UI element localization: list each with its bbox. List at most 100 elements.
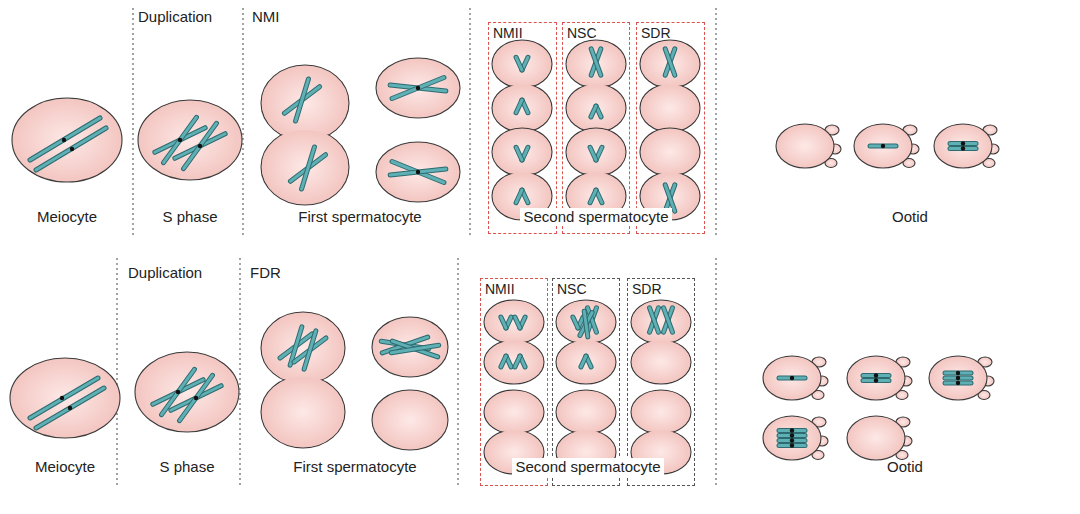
cell-body <box>567 129 625 175</box>
chromatid-outline <box>779 433 805 438</box>
stage-label: FDR <box>250 264 281 282</box>
cell-body <box>261 129 349 205</box>
chromatid <box>950 142 976 145</box>
cell-body <box>641 41 699 87</box>
chromatid <box>36 388 104 428</box>
stage-box: NSC <box>552 278 620 486</box>
cell-body <box>934 124 992 168</box>
chromatid-outline <box>171 386 221 411</box>
cell-body <box>567 41 625 87</box>
chromatid <box>950 147 976 150</box>
box-title: SDR <box>637 23 675 43</box>
chromatid <box>573 317 578 328</box>
chromatid-outline <box>36 388 104 428</box>
centromere <box>961 146 965 150</box>
cell-body <box>640 84 700 132</box>
centromere <box>790 428 794 432</box>
chromatid-outline <box>584 311 588 337</box>
chromatid <box>180 375 213 420</box>
chromatid <box>516 57 522 70</box>
cell-body <box>492 84 552 132</box>
centromere <box>874 373 878 377</box>
chromatid <box>516 190 522 203</box>
cell-body <box>261 65 349 141</box>
cell-body <box>556 340 616 384</box>
cell-body <box>567 85 625 131</box>
cell-body <box>138 100 242 180</box>
chromatid-outline <box>590 147 596 160</box>
cell-body <box>566 84 626 132</box>
cell-body <box>376 142 460 202</box>
chromatid-outline <box>36 128 106 170</box>
cell-body <box>763 416 821 460</box>
centromere <box>416 170 420 174</box>
chromatid-outline <box>863 378 889 383</box>
chromatid <box>591 49 601 75</box>
cell-body <box>641 129 699 175</box>
chromatid <box>171 386 221 411</box>
chromatid <box>945 382 971 385</box>
chromatid-outline <box>184 123 217 168</box>
stage-label: Second spermatocyte <box>512 458 663 476</box>
chromatid <box>665 49 675 75</box>
chromatid-outline <box>175 134 225 159</box>
chromatid-outline <box>390 169 446 175</box>
chromatid-outline <box>390 85 446 91</box>
cell-body <box>847 356 905 400</box>
separators <box>117 8 716 488</box>
cell-body <box>493 129 551 175</box>
chromatid-outline <box>581 356 586 367</box>
chromatid <box>945 372 971 375</box>
separator-line <box>239 258 240 488</box>
chromatid-outline <box>950 146 976 151</box>
chromatid <box>870 145 896 148</box>
centromere <box>874 378 878 382</box>
chromatid <box>779 439 805 442</box>
stage-box: SDR <box>627 278 695 486</box>
stage-label: Duplication <box>128 264 202 282</box>
chromatid <box>590 190 596 203</box>
chromatid <box>36 128 106 170</box>
centromere <box>62 138 66 142</box>
chromatid <box>516 100 522 113</box>
box-title: SDR <box>628 279 666 299</box>
chromatid-outline <box>665 49 675 75</box>
chromatid <box>590 147 596 160</box>
centromere <box>178 138 182 142</box>
chromatid-outline <box>590 190 596 203</box>
cells <box>10 40 999 474</box>
cell-body <box>557 301 615 343</box>
chromatid-outline <box>863 373 889 378</box>
centromere <box>70 147 74 151</box>
chromatid-outline <box>945 371 971 376</box>
chromatid <box>501 356 506 367</box>
cell-body <box>262 66 348 140</box>
chromatid <box>501 317 506 328</box>
stage-label: First spermatocyte <box>293 458 416 476</box>
chromatid <box>296 79 309 121</box>
cell-body <box>492 40 552 88</box>
cell-body <box>262 377 344 447</box>
cell-body <box>485 391 543 433</box>
cell-body <box>493 41 551 87</box>
cell-body <box>632 301 690 343</box>
cell-body <box>261 376 345 448</box>
cell-body <box>484 390 544 434</box>
chromatid-outline <box>870 144 896 149</box>
cell-body <box>372 390 448 450</box>
chromatid <box>591 106 596 117</box>
chromatid-outline <box>515 317 520 328</box>
chromatid-outline <box>573 317 578 328</box>
chromatid-outline <box>664 308 673 332</box>
box-title: NSC <box>553 279 591 299</box>
box-title: NMII <box>489 23 527 43</box>
cell-body <box>640 128 700 176</box>
chromatid <box>515 317 520 328</box>
chromatid <box>665 49 675 75</box>
chromatid <box>591 49 601 75</box>
centromere <box>68 406 72 410</box>
stage-label: S phase <box>162 208 217 226</box>
chromosomes <box>30 49 976 448</box>
chromatid <box>515 356 520 367</box>
